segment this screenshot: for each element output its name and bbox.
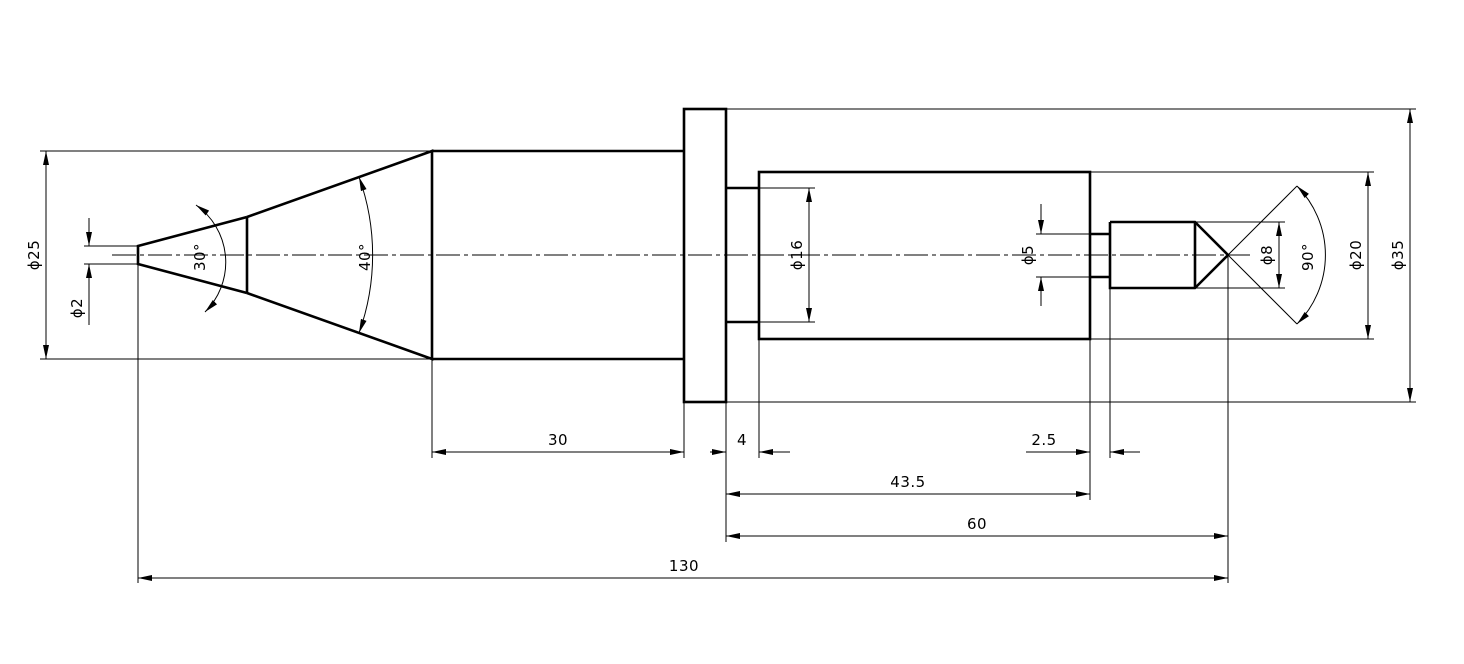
dim-diameter-25: ϕ25 (25, 240, 43, 270)
dimension-labels: 30 4 2.5 43.5 60 130 ϕ25 ϕ2 ϕ16 ϕ5 ϕ8 ϕ2… (25, 240, 1407, 575)
dim-angle-30: 30° (191, 243, 209, 271)
dim-length-30: 30 (548, 431, 568, 449)
dim-angle-90: 90° (1299, 243, 1317, 271)
dim-length-43-5: 43.5 (890, 473, 925, 491)
dim-diameter-16: ϕ16 (788, 240, 806, 270)
dim-diameter-20: ϕ20 (1347, 240, 1365, 270)
dim-length-130: 130 (669, 557, 699, 575)
dim-angle-40: 40° (356, 243, 374, 271)
dim-diameter-5: ϕ5 (1019, 245, 1037, 265)
part-outline (136, 107, 1230, 404)
extension-lines (40, 108, 1416, 583)
dimension-lines (43, 109, 1413, 581)
dim-diameter-2: ϕ2 (68, 298, 86, 318)
dim-diameter-8: ϕ8 (1258, 245, 1276, 265)
dim-diameter-35: ϕ35 (1389, 240, 1407, 270)
dim-length-4: 4 (737, 431, 747, 449)
dim-length-2-5: 2.5 (1031, 431, 1056, 449)
dim-length-60: 60 (967, 515, 987, 533)
